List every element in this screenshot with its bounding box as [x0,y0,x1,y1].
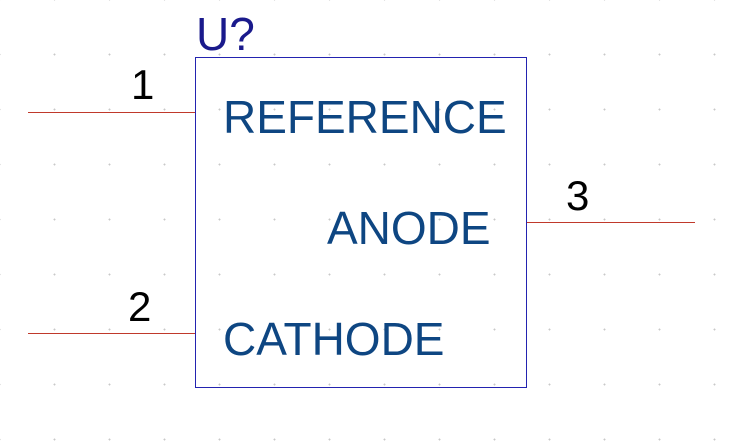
pin-3-name: ANODE [327,202,491,254]
component-body[interactable] [195,57,527,388]
pin-1-line[interactable] [28,112,195,113]
pin-1-name: REFERENCE [223,91,507,143]
pin-2-number: 2 [128,283,152,330]
pin-2-line[interactable] [28,333,195,334]
pin-1-number: 1 [131,61,155,108]
pin-2-name: CATHODE [223,313,445,365]
pin-3-line[interactable] [527,222,695,223]
component-designator[interactable]: U? [196,8,255,60]
pin-3-number: 3 [566,172,590,219]
